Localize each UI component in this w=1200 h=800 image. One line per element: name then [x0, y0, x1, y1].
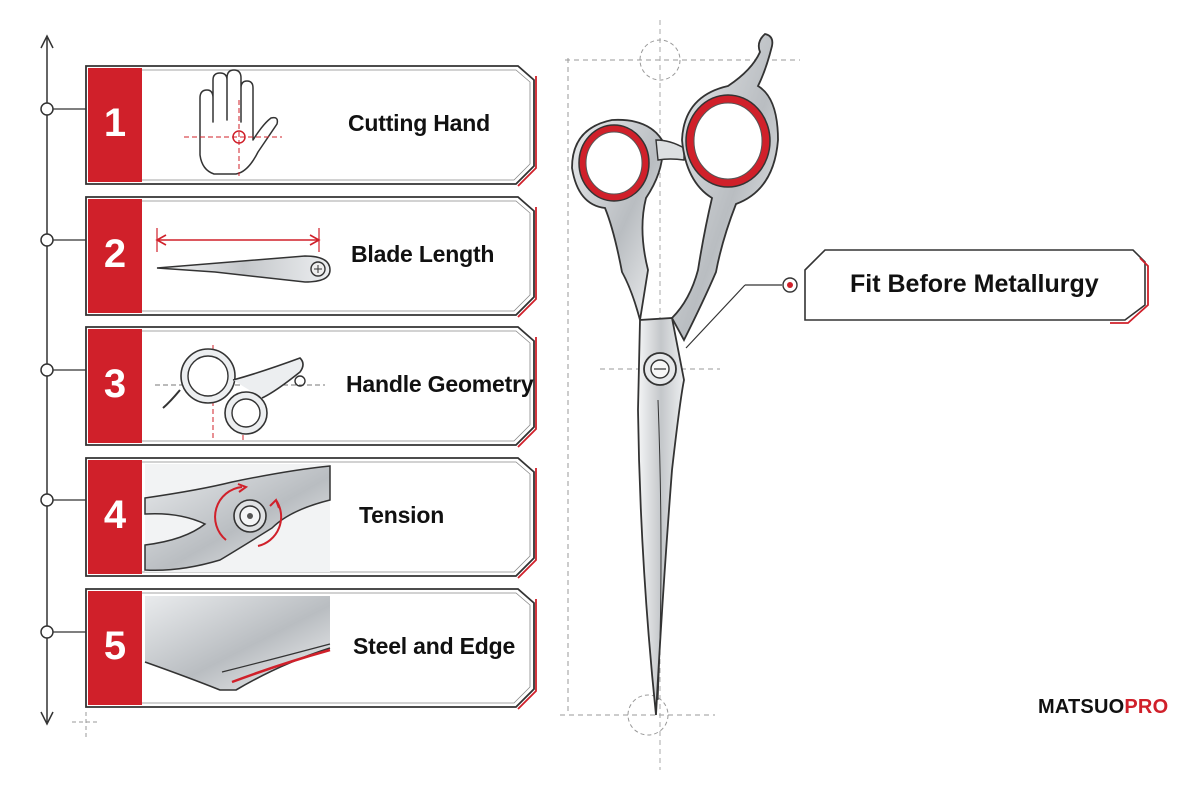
- step-label-4: Tension: [359, 502, 445, 528]
- brand-part2: PRO: [1124, 696, 1169, 718]
- step-label-5: Steel and Edge: [353, 633, 516, 659]
- step-label-3: Handle Geometry: [346, 371, 534, 397]
- step-number-3: 3: [103, 362, 127, 406]
- step-number-block-4: [88, 460, 142, 574]
- timeline-node-4: [40, 493, 86, 507]
- step-number-block-3: [88, 329, 142, 443]
- step-number-5: 5: [103, 624, 127, 668]
- tension-screw-icon: [144, 464, 331, 572]
- step-label-2: Blade Length: [351, 241, 495, 267]
- timeline-node-5: [40, 625, 86, 639]
- timeline-node-2: [40, 233, 86, 247]
- callout: [685, 249, 1149, 349]
- step-number-block-1: [88, 68, 142, 182]
- blade-length-icon: [155, 228, 331, 283]
- step-number-block-2: [88, 199, 142, 313]
- handle-geometry-icon: [155, 345, 325, 442]
- step-number-block-5: [88, 591, 142, 705]
- step-number-1: 1: [103, 101, 127, 145]
- brand-part1: MATSUO: [1038, 696, 1125, 718]
- step-number-4: 4: [103, 493, 127, 537]
- steel-edge-icon: [144, 596, 331, 691]
- callout-label: Fit Before Metallurgy: [850, 270, 1099, 298]
- timeline-node-3: [40, 363, 86, 377]
- hand-icon: [184, 69, 282, 176]
- scissors-illustration: [560, 20, 800, 770]
- timeline-node-1: [40, 102, 86, 116]
- step-label-1: Cutting Hand: [348, 110, 490, 136]
- brand-logo: MATSUOPRO: [1038, 696, 1168, 719]
- step-card-1: [85, 65, 537, 187]
- timeline: [40, 34, 100, 740]
- step-number-2: 2: [103, 232, 127, 276]
